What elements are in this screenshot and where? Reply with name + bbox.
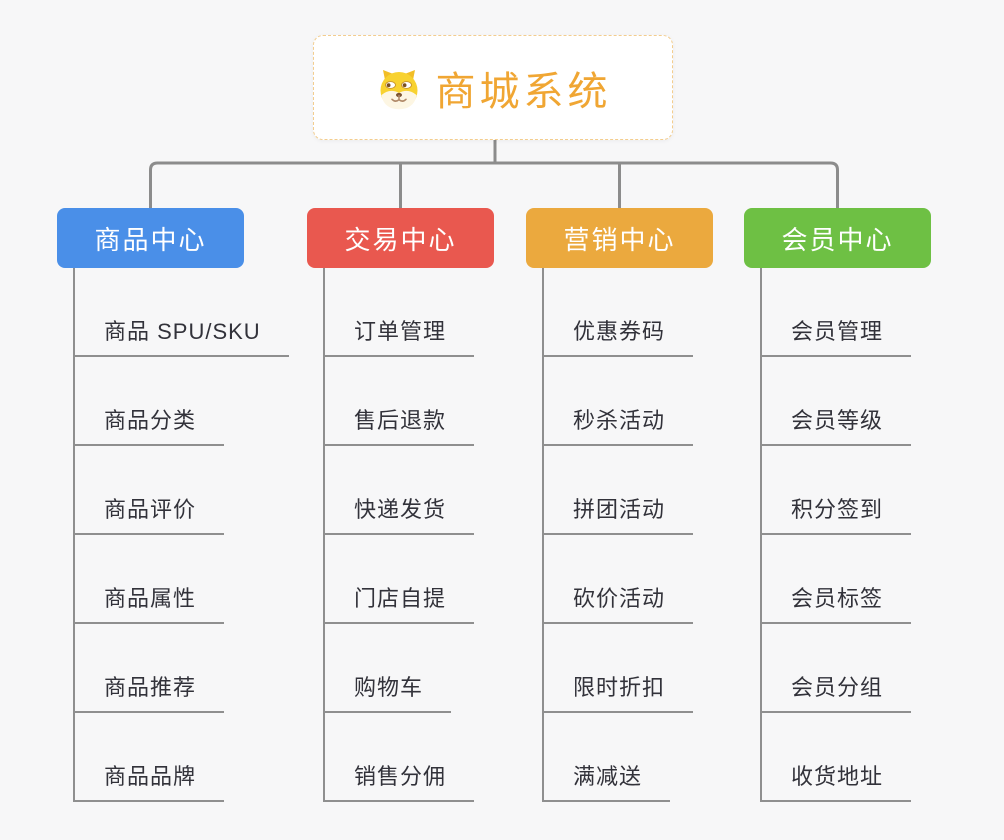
subtopic[interactable]: 积分签到 xyxy=(762,492,912,535)
subtopic[interactable]: 拼团活动 xyxy=(544,492,694,535)
subtopic[interactable]: 砍价活动 xyxy=(544,581,694,624)
subtopic-row: 砍价活动 xyxy=(544,535,694,624)
branch-topic-label: 商品中心 xyxy=(94,224,207,255)
subtopic-list-product-center: 商品 SPU/SKU 商品分类商品评价商品属性商品推荐商品品牌 xyxy=(73,268,289,802)
branch-topic-label: 营销中心 xyxy=(563,224,676,255)
subtopic-row: 秒杀活动 xyxy=(544,357,694,446)
subtopic[interactable]: 商品分类 xyxy=(75,403,225,446)
subtopic-row: 商品评价 xyxy=(75,446,289,535)
subtopic-row: 售后退款 xyxy=(325,357,475,446)
subtopic[interactable]: 优惠券码 xyxy=(544,314,694,357)
shiba-dog-icon xyxy=(375,64,423,112)
subtopic-row: 订单管理 xyxy=(325,268,475,357)
branch-topic-label: 会员中心 xyxy=(781,224,894,255)
subtopic[interactable]: 快递发货 xyxy=(325,492,475,535)
subtopic[interactable]: 满减送 xyxy=(544,759,671,802)
subtopic[interactable]: 商品评价 xyxy=(75,492,225,535)
subtopic[interactable]: 订单管理 xyxy=(325,314,475,357)
subtopic-row: 商品 SPU/SKU xyxy=(75,268,289,357)
branch-topic-member-center[interactable]: 会员中心 xyxy=(744,208,931,268)
subtopic[interactable]: 购物车 xyxy=(325,670,452,713)
subtopic[interactable]: 会员分组 xyxy=(762,670,912,713)
branch-topic-marketing-center[interactable]: 营销中心 xyxy=(526,208,713,268)
subtopic-row: 优惠券码 xyxy=(544,268,694,357)
subtopic-list-member-center: 会员管理会员等级积分签到会员标签会员分组收货地址 xyxy=(760,268,912,802)
subtopic[interactable]: 秒杀活动 xyxy=(544,403,694,446)
subtopic-row: 商品推荐 xyxy=(75,624,289,713)
subtopic-row: 销售分佣 xyxy=(325,713,475,802)
branch-topic-product-center[interactable]: 商品中心 xyxy=(57,208,244,268)
subtopic-row: 门店自提 xyxy=(325,535,475,624)
subtopic-row: 购物车 xyxy=(325,624,474,713)
branch-topic-label: 交易中心 xyxy=(344,224,457,255)
subtopic[interactable]: 收货地址 xyxy=(762,759,912,802)
subtopic-row: 商品分类 xyxy=(75,357,289,446)
subtopic[interactable]: 商品推荐 xyxy=(75,670,225,713)
branch-topic-trade-center[interactable]: 交易中心 xyxy=(307,208,494,268)
subtopic[interactable]: 会员等级 xyxy=(762,403,912,446)
subtopic-row: 商品品牌 xyxy=(75,713,289,802)
subtopic[interactable]: 会员管理 xyxy=(762,314,912,357)
subtopic-list-trade-center: 订单管理售后退款快递发货门店自提购物车销售分佣 xyxy=(323,268,475,802)
subtopic-row: 收货地址 xyxy=(762,713,912,802)
subtopic-row: 积分签到 xyxy=(762,446,912,535)
subtopic[interactable]: 会员标签 xyxy=(762,581,912,624)
subtopic[interactable]: 售后退款 xyxy=(325,403,475,446)
subtopic[interactable]: 销售分佣 xyxy=(325,759,475,802)
subtopic[interactable]: 限时折扣 xyxy=(544,670,694,713)
subtopic[interactable]: 商品品牌 xyxy=(75,759,225,802)
subtopic-row: 拼团活动 xyxy=(544,446,694,535)
subtopic[interactable]: 门店自提 xyxy=(325,581,475,624)
subtopic-row: 会员管理 xyxy=(762,268,912,357)
subtopic-row: 商品属性 xyxy=(75,535,289,624)
subtopic-row: 限时折扣 xyxy=(544,624,694,713)
subtopic-row: 会员等级 xyxy=(762,357,912,446)
root-topic-title: 商城系统 xyxy=(435,69,612,114)
subtopic-row: 会员标签 xyxy=(762,535,912,624)
subtopic-row: 满减送 xyxy=(544,713,693,802)
subtopic-row: 会员分组 xyxy=(762,624,912,713)
subtopic-row: 快递发货 xyxy=(325,446,475,535)
subtopic-list-marketing-center: 优惠券码秒杀活动拼团活动砍价活动限时折扣满减送 xyxy=(542,268,694,802)
subtopic[interactable]: 商品 SPU/SKU xyxy=(75,314,289,357)
subtopic[interactable]: 商品属性 xyxy=(75,581,225,624)
root-topic[interactable]: 商城系统 xyxy=(313,35,673,140)
